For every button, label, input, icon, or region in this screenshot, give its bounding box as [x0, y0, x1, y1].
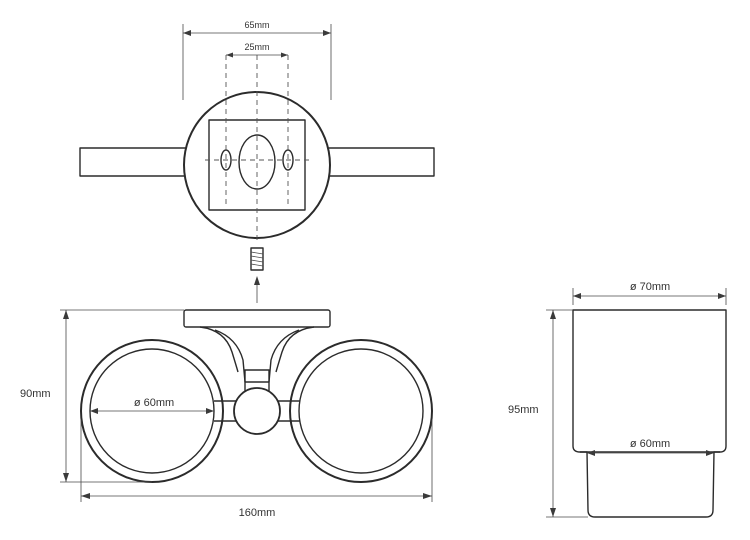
cup-side-view: ø 70mm ø 60mm 95mm — [508, 281, 727, 518]
dim-holder-60-arrow-left — [90, 408, 98, 414]
screw-body — [250, 247, 264, 271]
wall-mount-top-view: 65mm 25mm — [79, 20, 435, 303]
bracket-left-arm — [199, 326, 239, 373]
dim-holder-60-arrow-right — [206, 408, 214, 414]
wall-plate — [183, 309, 331, 328]
screw-thread — [250, 263, 264, 267]
dim-65-arrow-left — [183, 30, 191, 36]
right-ring-outer — [289, 339, 433, 483]
dim-90-arrow-top — [63, 310, 69, 319]
dim-160-arrow-right — [423, 493, 432, 499]
bracket-right-arm — [275, 326, 315, 373]
dim-cup-95-arrow-bottom — [550, 508, 556, 517]
dim-160-arrow-left — [81, 493, 90, 499]
dim-90-arrow-bottom — [63, 473, 69, 482]
dim-cup-60-label: ø 60mm — [630, 438, 670, 450]
dim-cup-60-arrow-right — [706, 450, 714, 456]
dim-cup-70-arrow-left — [573, 293, 581, 299]
right-ring-inner — [298, 348, 424, 474]
dim-cup-60-arrow-left — [587, 450, 595, 456]
mount-bar-left — [79, 147, 193, 177]
screw-thread — [250, 251, 264, 255]
assembly-arrow-head — [254, 276, 260, 285]
bracket-inner — [214, 329, 300, 383]
screw-thread — [250, 255, 264, 259]
screw-thread — [250, 259, 264, 263]
dim-160-label: 160mm — [239, 507, 276, 519]
dim-cup-95-label: 95mm — [508, 404, 539, 416]
dim-25-arrow-left — [226, 52, 233, 58]
dim-cup-70-arrow-right — [718, 293, 726, 299]
dim-25-arrow-right — [281, 52, 288, 58]
dim-cup-70-label: ø 70mm — [630, 281, 670, 293]
central-oval-hole — [238, 134, 276, 190]
dim-65-arrow-right — [323, 30, 331, 36]
central-hub — [233, 387, 281, 435]
dim-cup-95-arrow-top — [550, 310, 556, 319]
cup-outline — [572, 309, 727, 518]
dim-65-label: 65mm — [244, 20, 269, 30]
dim-90-label: 90mm — [20, 388, 51, 400]
holder-front-view: ø 60mm 90mm 160mm — [20, 309, 433, 519]
dim-holder-60-label: ø 60mm — [134, 397, 174, 409]
mount-bar-right — [321, 147, 435, 177]
dim-25-label: 25mm — [244, 42, 269, 52]
